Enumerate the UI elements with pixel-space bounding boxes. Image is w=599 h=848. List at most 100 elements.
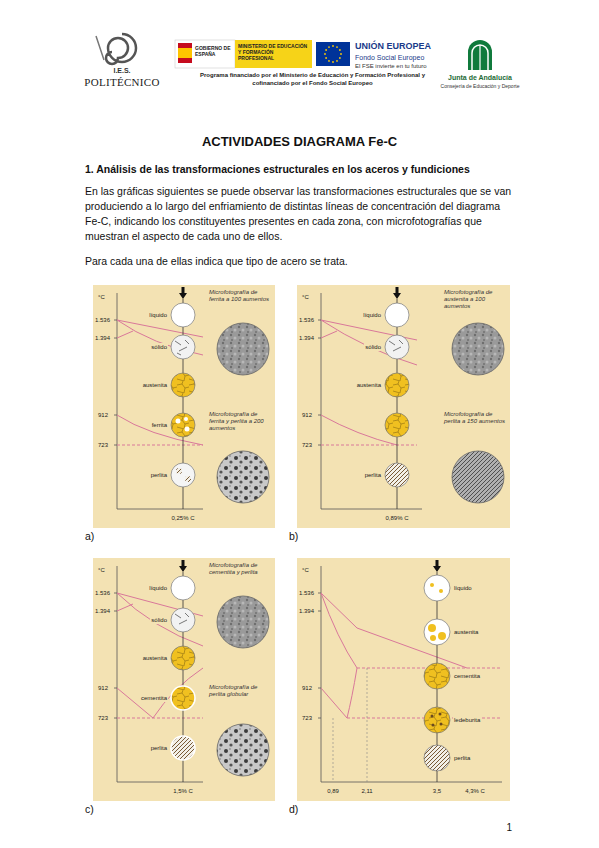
fe-c-panel-part <box>171 373 195 397</box>
fe-c-panel-part <box>93 558 275 801</box>
fe-c-panel-part <box>433 560 441 572</box>
fe-c-panel-part <box>431 715 434 718</box>
fe-c-panel-part <box>440 723 443 726</box>
axis-value: 723 <box>97 714 109 722</box>
phase-label: sólido <box>150 616 168 624</box>
phase-label: líquido <box>148 311 168 319</box>
fe-c-panel <box>93 558 275 801</box>
fe-c-panel-part <box>171 413 195 437</box>
fe-c-panel <box>297 285 510 528</box>
micrograph-caption: Microfotografía de cementita y perlita <box>209 562 273 576</box>
axis-value: 912 <box>97 411 109 419</box>
phase-label: austenita <box>142 381 168 389</box>
fe-c-panel-part <box>117 718 203 719</box>
logo-text: GOBIERNO DE ESPAÑA <box>195 45 233 57</box>
axis-value: 723 <box>97 441 109 449</box>
government-logo-part-part <box>324 53 326 55</box>
fe-c-panel-part <box>424 707 450 733</box>
fe-c-panel-part <box>297 558 510 801</box>
fe-c-panel-part <box>318 593 321 718</box>
phase-label: líquido <box>362 311 382 319</box>
fe-c-panel-part <box>171 736 195 760</box>
fe-c-panel-part <box>117 293 118 509</box>
micrograph-caption: Microfotografía de ferrita a 100 aumento… <box>209 289 273 303</box>
panel-letter: b) <box>289 530 298 542</box>
panel-letter: c) <box>85 803 94 815</box>
fe-c-panel-part <box>321 293 322 509</box>
government-logo-part-part <box>325 57 327 59</box>
fe-c-panel-part <box>432 724 435 727</box>
axis-value: 723 <box>301 441 313 449</box>
fe-c-panel-part <box>175 613 189 624</box>
phase-label: ferrita <box>151 421 168 429</box>
phase-label: austenita <box>142 654 168 662</box>
fe-c-panel-part <box>117 509 203 510</box>
fe-c-panel-part <box>424 619 450 645</box>
fe-c-panel-part <box>217 323 269 375</box>
junta-logo <box>468 40 492 70</box>
government-logo-part-part <box>325 49 327 51</box>
fe-c-panel-part <box>185 427 190 432</box>
logo-text: MINISTERIO DE EDUCACIÓN Y FORMACIÓN PROF… <box>238 43 310 61</box>
fe-c-panel-part <box>171 608 195 632</box>
fe-c-panel-part <box>321 782 502 783</box>
fe-c-panel-part <box>297 285 510 528</box>
axis-value: 1.394 <box>298 334 315 342</box>
government-logo-part-part <box>339 57 341 59</box>
axis-value: 912 <box>301 684 313 692</box>
fe-c-panel-part <box>428 624 436 632</box>
fe-c-panel-part <box>321 509 422 510</box>
fe-c-panel-part <box>171 686 195 710</box>
fe-c-panel-part <box>318 320 321 445</box>
axis-value: 912 <box>301 411 313 419</box>
axis-unit: °C <box>301 293 310 301</box>
fe-c-panel <box>297 558 510 801</box>
fe-c-panel-part <box>176 468 182 474</box>
fe-c-panel <box>93 285 275 528</box>
fe-c-panel-part <box>321 593 467 718</box>
fe-c-panel-part <box>179 560 187 572</box>
funding-note: Programa financiado por el Ministerio de… <box>185 72 440 87</box>
axis-value: 1.536 <box>94 316 111 324</box>
micrograph-caption: Microfotografía de perlita a 150 aumento… <box>444 411 508 425</box>
government-logo-part-part <box>336 46 338 48</box>
concentration-label: 0,89 <box>326 787 340 795</box>
junta-logo-part <box>479 45 480 70</box>
fe-c-panel-part <box>175 340 189 355</box>
logo-text: Junta de Andalucía <box>448 73 512 82</box>
government-logo-part <box>235 40 312 68</box>
government-logo-part <box>178 43 192 63</box>
axis-value: 1.536 <box>298 589 315 597</box>
government-logo-part-part <box>328 46 330 48</box>
government-logo-part <box>178 48 192 58</box>
fe-c-panel-part <box>176 419 181 424</box>
logo-text: Fondo Social Europeo <box>355 53 424 62</box>
phase-label: perlita <box>150 471 168 479</box>
government-logo-part <box>324 45 342 63</box>
fe-c-panel-part <box>171 646 195 670</box>
fe-c-panel-part <box>452 451 504 503</box>
government-logo-part-part <box>340 53 342 55</box>
fe-c-panel-part <box>217 451 269 503</box>
concentration-label: 0,25% C <box>170 514 195 522</box>
concentration-label: 1,5% C <box>172 787 194 795</box>
fe-c-panel-part <box>424 745 450 771</box>
axis-value: 1.536 <box>94 589 111 597</box>
government-logo-part-part <box>339 49 341 51</box>
fe-c-panel-part <box>385 463 409 487</box>
axis-value: 1.536 <box>298 316 315 324</box>
axis-value: 1.394 <box>94 607 111 615</box>
body-paragraph: Para cada una de ellas indica que tipo d… <box>85 254 517 269</box>
junta-logo-part <box>468 40 492 70</box>
phase-label: líquido <box>148 584 168 592</box>
axis-unit: °C <box>97 293 106 301</box>
phase-label: perlita <box>453 754 471 762</box>
logo-text: UNIÓN EUROPEA <box>355 41 431 52</box>
fe-c-panel-part <box>385 373 409 397</box>
government-logo-part-part <box>332 45 334 47</box>
fe-c-panel-part <box>385 303 409 327</box>
junta-logo-part <box>472 45 488 70</box>
fe-c-panel-part <box>389 340 403 351</box>
logo-text: I.E.S. <box>113 66 130 75</box>
government-logo <box>175 40 350 68</box>
